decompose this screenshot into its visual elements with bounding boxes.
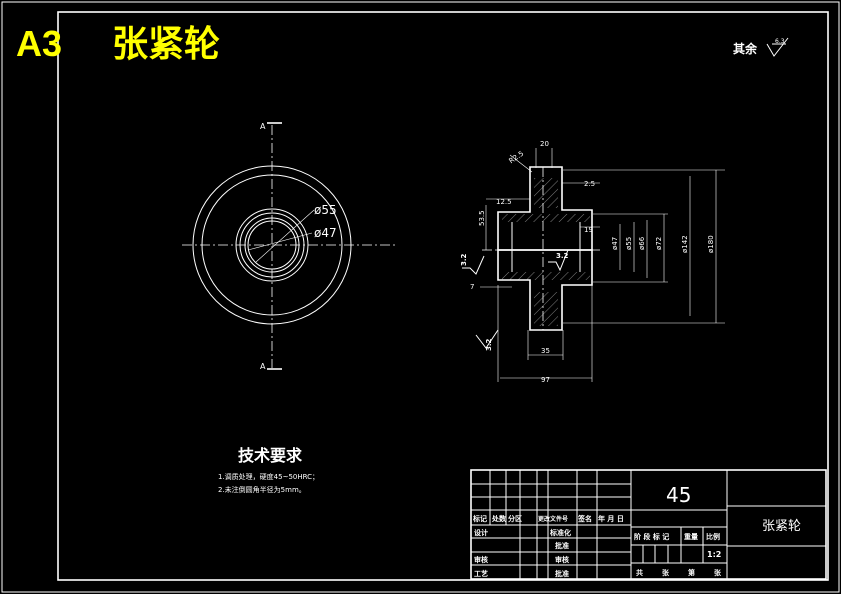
tb-number: 第 [688,568,695,577]
roughness-other-label: 其余 [733,41,758,56]
rough-a: 3.2 [460,253,468,266]
tb-material: 45 [666,483,691,507]
front-dim-d47: ø47 [314,226,337,240]
rim-inner-circle [201,174,343,316]
tb-weight: 重量 [684,532,698,541]
tb-rev-zone: 分区 [508,514,522,523]
roughness-other-value: 6.3 [775,38,785,45]
tb-approve-2: 批准 [555,569,569,578]
tb-rev-doc: 更改文件号 [538,515,568,523]
tb-rev-mark: 标记 [472,514,487,523]
bore-inner-circle [247,220,297,270]
tb-part-name: 张紧轮 [762,519,801,534]
dim-97: 97 [541,376,550,384]
tb-rev-date: 年 月 日 [598,514,624,523]
tb-approve-1: 批准 [555,541,569,550]
tb-total: 共 [636,568,643,577]
tech-item-1: 1.调质处理，硬度45~50HRC； [218,472,319,481]
dim-35: 35 [541,347,550,355]
sheet-code: A3 [16,23,62,64]
roughness-symbol-icon [766,37,789,57]
tb-rev-count: 处数 [491,514,507,523]
hub-step-circle [239,212,305,278]
leader-d55 [255,209,315,263]
hatch-upper-hub [502,214,590,222]
title-block: 45 张紧轮 标记 处数 分区 更改文件号 签名 年 月 日 设计 审核 工艺 … [470,469,827,580]
section-view: R2.5 20 2.5 12.5 53.5 19 ø47 ø55 ø66 ø72… [460,140,725,384]
tech-heading: 技术要求 [238,446,303,465]
front-dim-d55: ø55 [314,203,337,217]
roughness-mark-left-icon [462,255,485,275]
tb-design: 设计 [474,528,488,537]
section-label-bottom: A [260,362,266,371]
inner-frame [57,11,829,581]
hatch-lower-hub [502,272,590,280]
hub-outer-circle [235,208,309,282]
dim-12-5: 12.5 [496,198,512,206]
dim-d142: ø142 [681,235,689,253]
tb-stage: 阶 段 标 记 [634,532,669,541]
sheet-title: 张紧轮 [112,23,220,64]
dim-20: 20 [540,140,549,148]
hatch-lower-web [534,292,558,326]
tb-review: 审核 [555,555,569,564]
dim-2-5: 2.5 [584,180,595,188]
tech-item-2: 2.未注倒圆角半径为5mm。 [218,485,306,494]
tb-check: 审核 [474,555,488,564]
tb-sheets-2: 张 [714,568,722,577]
dim-d47: ø47 [611,237,619,250]
tb-standard: 标准化 [549,528,571,537]
bore-circle [244,217,300,273]
tb-process: 工艺 [474,569,488,578]
leader-r2-5 [509,154,533,173]
dim-d55: ø55 [625,237,633,250]
tb-rev-sign: 签名 [577,514,592,523]
section-label-top: A [260,122,266,131]
rough-c: 3.2 [485,338,493,351]
leader-d47 [247,232,313,251]
tb-scale-label: 比例 [706,532,720,541]
dim-19: 19 [584,226,593,234]
dim-d72: ø72 [655,237,663,250]
hatch-upper-web [534,178,558,208]
roughness-mark-bottom-icon [475,329,499,349]
front-view: ø55 ø47 A A [182,122,395,371]
outer-rim-circle [192,165,352,325]
dim-d180: ø180 [707,235,715,253]
rough-b: 3.2 [556,252,569,260]
dim-7: 7 [470,283,474,291]
roughness-mark-bore-icon [548,249,569,272]
dim-d66: ø66 [638,236,646,250]
dim-r2-5: R2.5 [508,149,526,165]
dim-53-5: 53.5 [478,210,486,226]
tb-sheets-1: 张 [662,568,670,577]
tb-scale: 1:2 [707,550,721,559]
